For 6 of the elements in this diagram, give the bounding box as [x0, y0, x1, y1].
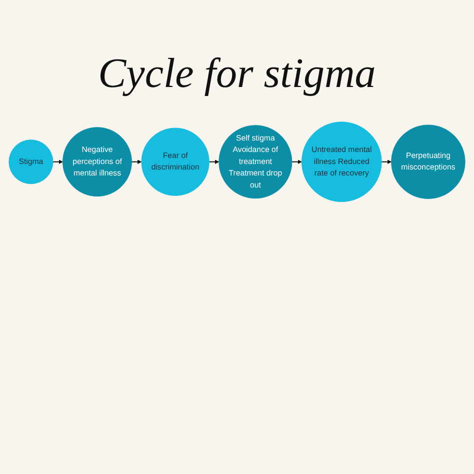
arrow [131, 160, 142, 164]
title: Cycle for stigma [97, 50, 377, 98]
arrow [381, 160, 392, 164]
arrow [208, 160, 220, 164]
arrow [291, 160, 302, 164]
arrow [52, 160, 63, 164]
